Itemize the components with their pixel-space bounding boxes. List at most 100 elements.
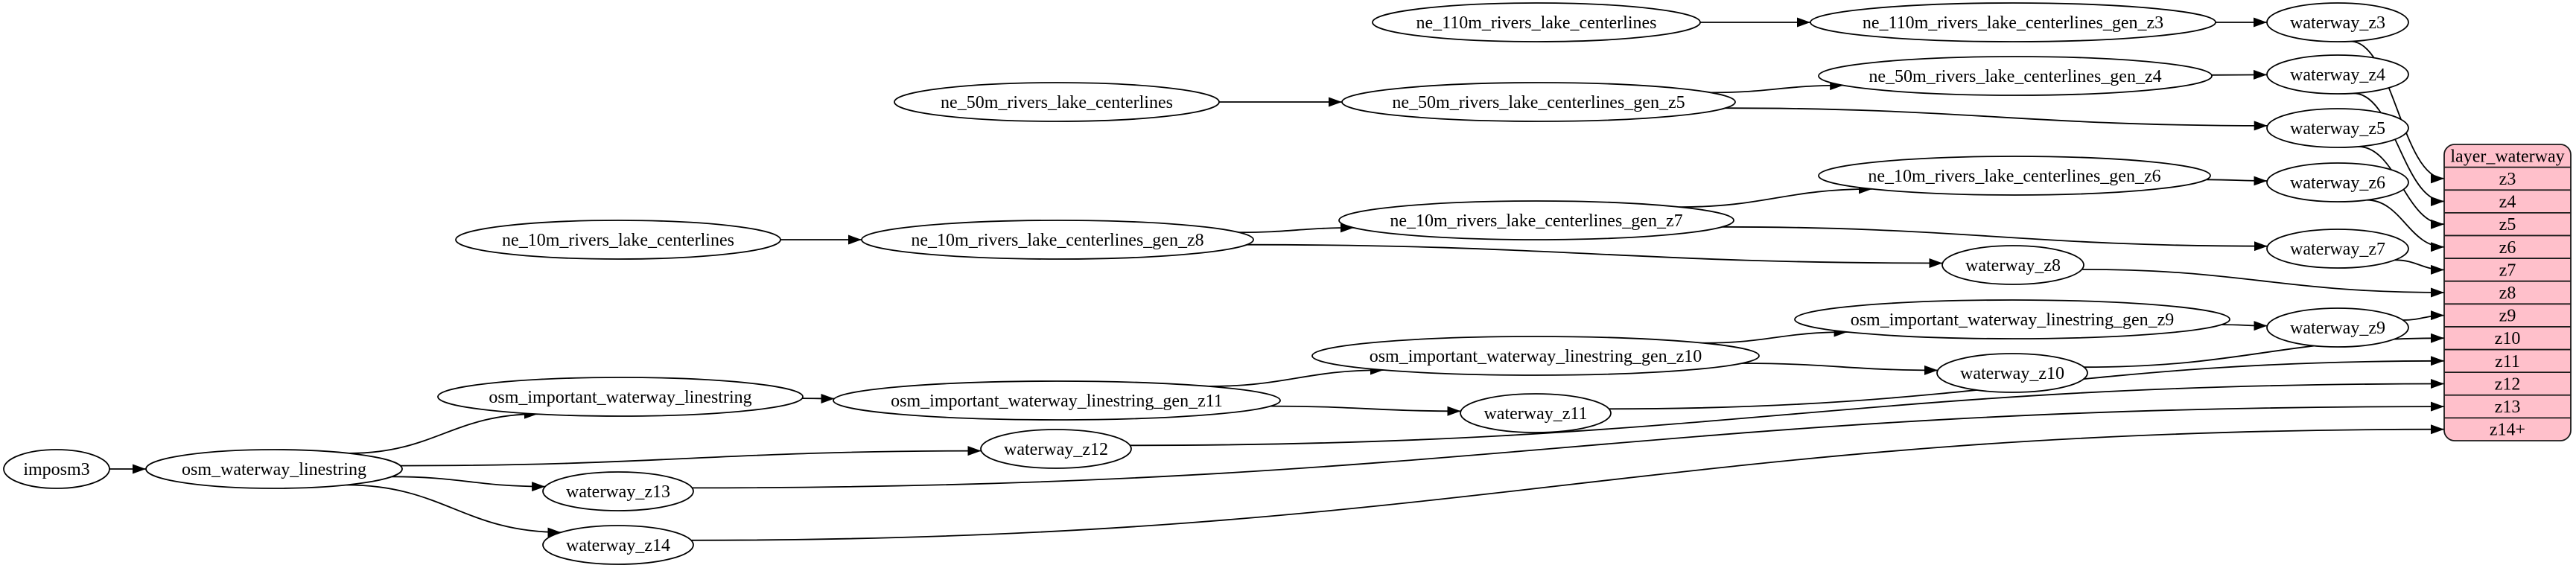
node-shape-ne_110m_rivers_lake_centerlines_gen_z3 [1810,2,2216,42]
edge-waterway_z8-to-layer_waterway-z8 [2082,269,2445,298]
node-label-waterway_z8: waterway_z8 [1965,256,2061,275]
node-shape-waterway_z7 [2266,229,2409,269]
node-label-osm_waterway_linestring: osm_waterway_linestring [182,460,366,479]
node-osm_important_waterway_linestring: osm_important_waterway_linestring [437,377,804,417]
node-ne_110m_rivers_lake_centerlines_gen_z3: ne_110m_rivers_lake_centerlines_gen_z3 [1810,2,2216,42]
edge-osm_waterway_linestring-to-waterway_z14 [346,484,562,537]
node-label-waterway_z10: waterway_z10 [1960,364,2064,383]
record-row-z6: z6 [2499,238,2516,258]
node-shape-waterway_z14 [542,525,694,565]
node-label-waterway_z12: waterway_z12 [1004,440,1108,459]
edge-ne_10m_rivers_lake_centerlines_gen_z6-to-waterway_z6 [2206,176,2268,186]
node-label-ne_10m_rivers_lake_centerlines_gen_z8: ne_10m_rivers_lake_centerlines_gen_z8 [911,231,1203,250]
node-label-ne_10m_rivers_lake_centerlines: ne_10m_rivers_lake_centerlines [502,231,734,250]
record-row-z5: z5 [2499,215,2516,234]
node-waterway_z13: waterway_z13 [542,471,694,511]
node-osm_important_waterway_linestring_gen_z9: osm_important_waterway_linestring_gen_z9 [1794,299,2230,339]
node-label-osm_important_waterway_linestring_gen_z11: osm_important_waterway_linestring_gen_z1… [891,392,1223,411]
node-waterway_z14: waterway_z14 [542,525,694,565]
node-label-waterway_z9: waterway_z9 [2290,319,2385,338]
record-row-z3: z3 [2499,170,2516,189]
node-ne_10m_rivers_lake_centerlines_gen_z6: ne_10m_rivers_lake_centerlines_gen_z6 [1818,156,2211,196]
edge-waterway_z7-to-layer_waterway-z7 [2394,259,2445,275]
edge-osm_important_waterway_linestring_gen_z10-to-osm_important_waterway_linestring_gen_z9 [1702,327,1848,344]
record-row-z14-plus: z14+ [2490,421,2525,440]
record-row-z9: z9 [2499,307,2516,326]
edge-ne_50m_rivers_lake_centerlines_gen_z5-to-waterway_z5 [1725,107,2268,131]
node-label-waterway_z11: waterway_z11 [1483,404,1587,424]
node-waterway_z3: waterway_z3 [2266,2,2409,42]
edge-osm_waterway_linestring-to-waterway_z13 [391,476,546,492]
edge-osm_waterway_linestring-to-osm_important_waterway_linestring [349,409,538,454]
edge-osm_important_waterway_linestring_gen_z9-to-waterway_z9 [2221,321,2268,331]
node-shape-ne_50m_rivers_lake_centerlines [894,82,1220,122]
node-shape-ne_110m_rivers_lake_centerlines [1372,2,1701,42]
record-row-z7: z7 [2499,261,2516,280]
node-label-waterway_z6: waterway_z6 [2290,173,2385,193]
edge-osm_waterway_linestring-to-waterway_z12 [400,446,982,467]
node-shape-waterway_z9 [2266,307,2409,348]
record-row-z13: z13 [2495,398,2521,417]
node-shape-waterway_z4 [2266,54,2409,95]
node-waterway_z9: waterway_z9 [2266,307,2409,348]
node-shape-osm_important_waterway_linestring [437,377,804,417]
node-imposm3: imposm3 [3,449,110,489]
edge-ne_10m_rivers_lake_centerlines_gen_z7-to-ne_10m_rivers_lake_centerlines_gen_z6 [1679,184,1872,208]
edge-ne_10m_rivers_lake_centerlines_gen_z8-to-ne_10m_rivers_lake_centerlines_gen_z7 [1238,223,1355,234]
node-osm_waterway_linestring: osm_waterway_linestring [145,449,403,489]
node-shape-osm_waterway_linestring [145,449,403,489]
edge-waterway_z4-to-layer_waterway-z4 [2353,92,2445,206]
edge-ne_10m_rivers_lake_centerlines_gen_z7-to-waterway_z7 [1722,226,2268,252]
node-label-ne_50m_rivers_lake_centerlines: ne_50m_rivers_lake_centerlines [941,93,1173,112]
node-shape-ne_50m_rivers_lake_centerlines_gen_z4 [1818,56,2213,96]
node-shape-osm_important_waterway_linestring_gen_z10 [1311,336,1760,376]
edges-layer [109,17,2445,541]
node-shape-ne_10m_rivers_lake_centerlines_gen_z6 [1818,156,2211,196]
node-waterway_z7: waterway_z7 [2266,229,2409,269]
node-shape-waterway_z11 [1460,393,1612,433]
node-label-osm_important_waterway_linestring_gen_z10: osm_important_waterway_linestring_gen_z1… [1370,347,1702,366]
node-label-ne_10m_rivers_lake_centerlines_gen_z6: ne_10m_rivers_lake_centerlines_gen_z6 [1868,167,2160,186]
node-shape-osm_important_waterway_linestring_gen_z11 [833,380,1281,421]
edge-waterway_z12-to-layer_waterway-z12 [1130,379,2445,447]
node-shape-waterway_z10 [1936,353,2088,393]
node-osm_important_waterway_linestring_gen_z11: osm_important_waterway_linestring_gen_z1… [833,380,1281,421]
record-row-z4: z4 [2499,193,2516,212]
node-label-ne_110m_rivers_lake_centerlines_gen_z3: ne_110m_rivers_lake_centerlines_gen_z3 [1863,13,2163,33]
node-label-waterway_z13: waterway_z13 [566,482,670,502]
node-ne_50m_rivers_lake_centerlines_gen_z5: ne_50m_rivers_lake_centerlines_gen_z5 [1341,82,1736,122]
node-osm_important_waterway_linestring_gen_z10: osm_important_waterway_linestring_gen_z1… [1311,336,1760,376]
edge-waterway_z3-to-layer_waterway-z3 [2350,40,2445,184]
edge-waterway_z14-to-layer_waterway-z14- [691,424,2445,541]
record-row-z11: z11 [2495,352,2520,371]
record-row-z12: z12 [2495,374,2521,394]
node-ne_110m_rivers_lake_centerlines: ne_110m_rivers_lake_centerlines [1372,2,1701,42]
node-shape-ne_50m_rivers_lake_centerlines_gen_z5 [1341,82,1736,122]
edge-ne_50m_rivers_lake_centerlines_gen_z5-to-ne_50m_rivers_lake_centerlines_gen_z4 [1710,80,1844,94]
node-shape-imposm3 [3,449,110,489]
node-waterway_z5: waterway_z5 [2266,108,2409,148]
node-label-waterway_z14: waterway_z14 [566,536,670,555]
edge-ne_10m_rivers_lake_centerlines_gen_z8-to-waterway_z8 [1246,243,1943,268]
record-box [2443,144,2572,441]
node-label-ne_50m_rivers_lake_centerlines_gen_z4: ne_50m_rivers_lake_centerlines_gen_z4 [1869,67,2161,86]
node-ne_50m_rivers_lake_centerlines_gen_z4: ne_50m_rivers_lake_centerlines_gen_z4 [1818,56,2213,96]
node-waterway_z6: waterway_z6 [2266,162,2409,202]
node-label-osm_important_waterway_linestring_gen_z9: osm_important_waterway_linestring_gen_z9 [1851,310,2175,330]
node-shape-waterway_z8 [1941,245,2084,285]
node-ne_10m_rivers_lake_centerlines_gen_z7: ne_10m_rivers_lake_centerlines_gen_z7 [1338,200,1734,240]
node-label-imposm3: imposm3 [23,460,89,479]
node-waterway_z8: waterway_z8 [1941,245,2084,285]
node-label-ne_10m_rivers_lake_centerlines_gen_z7: ne_10m_rivers_lake_centerlines_gen_z7 [1390,211,1682,231]
node-label-ne_50m_rivers_lake_centerlines_gen_z5: ne_50m_rivers_lake_centerlines_gen_z5 [1392,93,1685,112]
node-shape-waterway_z13 [542,471,694,511]
node-shape-ne_10m_rivers_lake_centerlines_gen_z7 [1338,200,1734,240]
record-title: layer_waterway [2450,147,2564,166]
node-ne_10m_rivers_lake_centerlines: ne_10m_rivers_lake_centerlines [455,220,781,260]
edge-waterway_z6-to-layer_waterway-z6 [2367,199,2445,252]
node-label-waterway_z7: waterway_z7 [2290,240,2385,259]
edge-waterway_z9-to-layer_waterway-z9 [2402,310,2445,321]
node-waterway_z10: waterway_z10 [1936,353,2088,393]
